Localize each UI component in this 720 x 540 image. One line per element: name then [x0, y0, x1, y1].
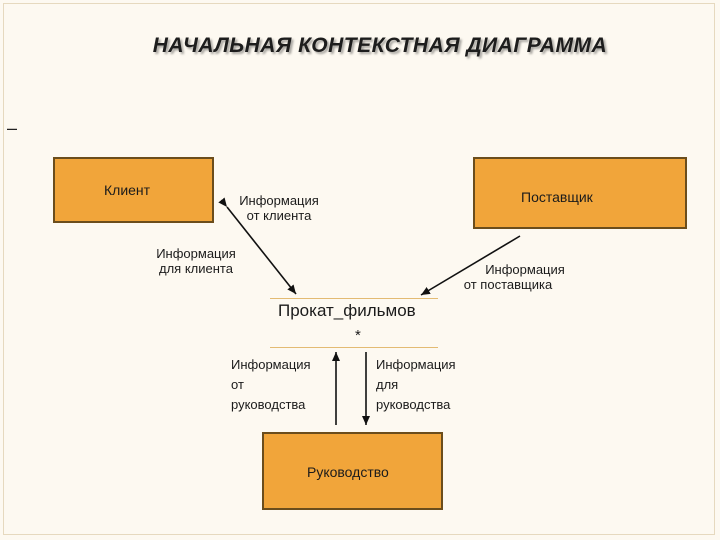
flow-to-management-line1: Информация: [376, 357, 456, 372]
flow-from-client-line2: от клиента: [246, 208, 312, 223]
flow-to-management-line3: руководства: [376, 397, 451, 412]
flow-to-client-line2: для клиента: [159, 261, 233, 276]
flow-from-management-line3: руководства: [231, 397, 306, 412]
flow-from-supplier-line1: Информация: [485, 262, 565, 277]
bullet-dash: –: [7, 118, 18, 138]
process-top-line: [270, 298, 438, 299]
flow-to-client-label: Информация для клиента: [136, 246, 256, 276]
slide-frame: [3, 3, 715, 535]
supplier-label: Поставщик: [521, 189, 593, 205]
arrow-client-to-process: [218, 197, 297, 295]
process-marker: *: [355, 327, 361, 344]
flow-from-client-label: Информация от клиента: [224, 193, 334, 223]
flow-to-management-label: Информация для руководства: [376, 355, 456, 415]
flow-to-client-line1: Информация: [156, 246, 236, 261]
flow-from-supplier-label: Информация от поставщика: [443, 262, 573, 292]
flow-from-management-line2: от: [231, 377, 244, 392]
client-label: Клиент: [104, 182, 151, 198]
arrow-supplier-to-process: [420, 235, 521, 296]
flow-to-management-line2: для: [376, 377, 399, 392]
process-bottom-line: [270, 347, 438, 348]
flow-from-management-label: Информация от руководства: [231, 355, 311, 415]
management-box: [262, 432, 443, 510]
slide-title: НАЧАЛЬНАЯ КОНТЕКСТНАЯ ДИАГРАММА: [152, 34, 608, 57]
flow-from-management-line1: Информация: [231, 357, 311, 372]
management-label: Руководство: [307, 464, 389, 480]
process-name: Прокат_фильмов: [278, 301, 416, 320]
flow-from-supplier-line2: от поставщика: [463, 277, 553, 292]
flow-from-client-line1: Информация: [239, 193, 319, 208]
supplier-box: [473, 157, 687, 229]
client-box: [53, 157, 214, 223]
